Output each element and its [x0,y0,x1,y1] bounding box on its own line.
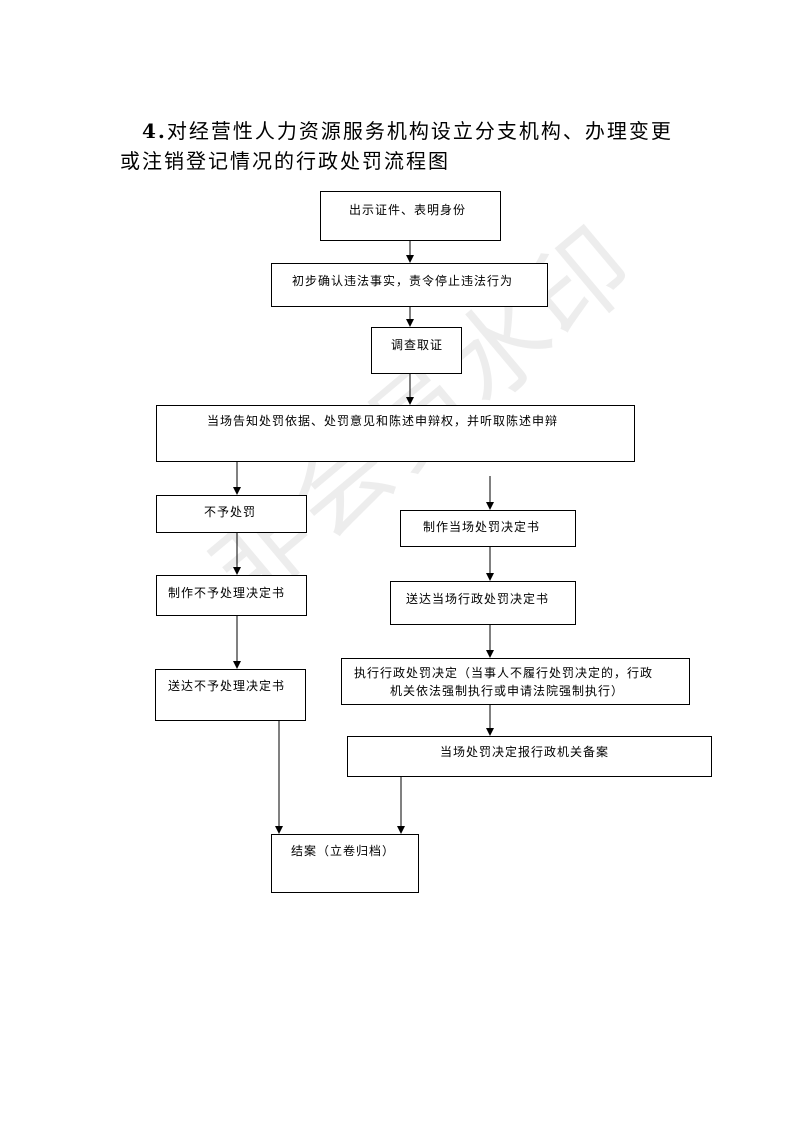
node-report-filing-text: 当场处罚决定报行政机关备案 [440,745,610,759]
node-make-no-penalty-decision-text: 制作不予处理决定书 [168,586,286,600]
node-deliver-penalty-decision: 送达当场行政处罚决定书 [390,581,576,625]
node-confirm-violation: 初步确认违法事实，责令停止违法行为 [271,263,548,307]
node-report-filing: 当场处罚决定报行政机关备案 [347,736,712,777]
node-notify: 当场告知处罚依据、处罚意见和陈述申辩权，并听取陈述申辩 [156,405,635,462]
node-execute-penalty: 执行行政处罚决定（当事人不履行处罚决定的，行政 机关依法强制执行或申请法院强制执… [341,658,690,705]
node-make-penalty-decision-text: 制作当场处罚决定书 [423,520,541,534]
node-make-no-penalty-decision: 制作不予处理决定书 [156,575,307,616]
node-close-case: 结案（立卷归档） [271,834,419,893]
page-title: 4.对经营性人力资源服务机构设立分支机构、办理变更 或注销登记情况的行政处罚流程… [120,116,700,176]
node-deliver-penalty-decision-text: 送达当场行政处罚决定书 [406,592,550,606]
node-no-penalty: 不予处罚 [156,495,307,533]
node-show-id-text: 出示证件、表明身份 [349,203,467,217]
node-deliver-no-penalty-decision: 送达不予处理决定书 [155,669,306,721]
node-investigate-text: 调查取证 [391,338,444,352]
title-number: 4. [142,119,167,143]
node-show-id: 出示证件、表明身份 [320,191,501,241]
node-execute-penalty-line-1: 执行行政处罚决定（当事人不履行处罚决定的，行政 [354,666,654,680]
node-confirm-violation-text: 初步确认违法事实，责令停止违法行为 [292,274,514,288]
node-no-penalty-text: 不予处罚 [204,505,257,519]
title-line-1: 对经营性人力资源服务机构设立分支机构、办理变更 [166,119,673,143]
node-notify-text: 当场告知处罚依据、处罚意见和陈述申辩权，并听取陈述申辩 [207,414,559,428]
node-execute-penalty-line-2: 机关依法强制执行或申请法院强制执行） [390,684,625,698]
node-close-case-text: 结案（立卷归档） [291,844,396,858]
node-deliver-no-penalty-decision-text: 送达不予处理决定书 [168,679,286,693]
node-investigate: 调查取证 [371,327,462,374]
node-make-penalty-decision: 制作当场处罚决定书 [400,510,576,547]
title-line-2: 或注销登记情况的行政处罚流程图 [120,149,450,173]
